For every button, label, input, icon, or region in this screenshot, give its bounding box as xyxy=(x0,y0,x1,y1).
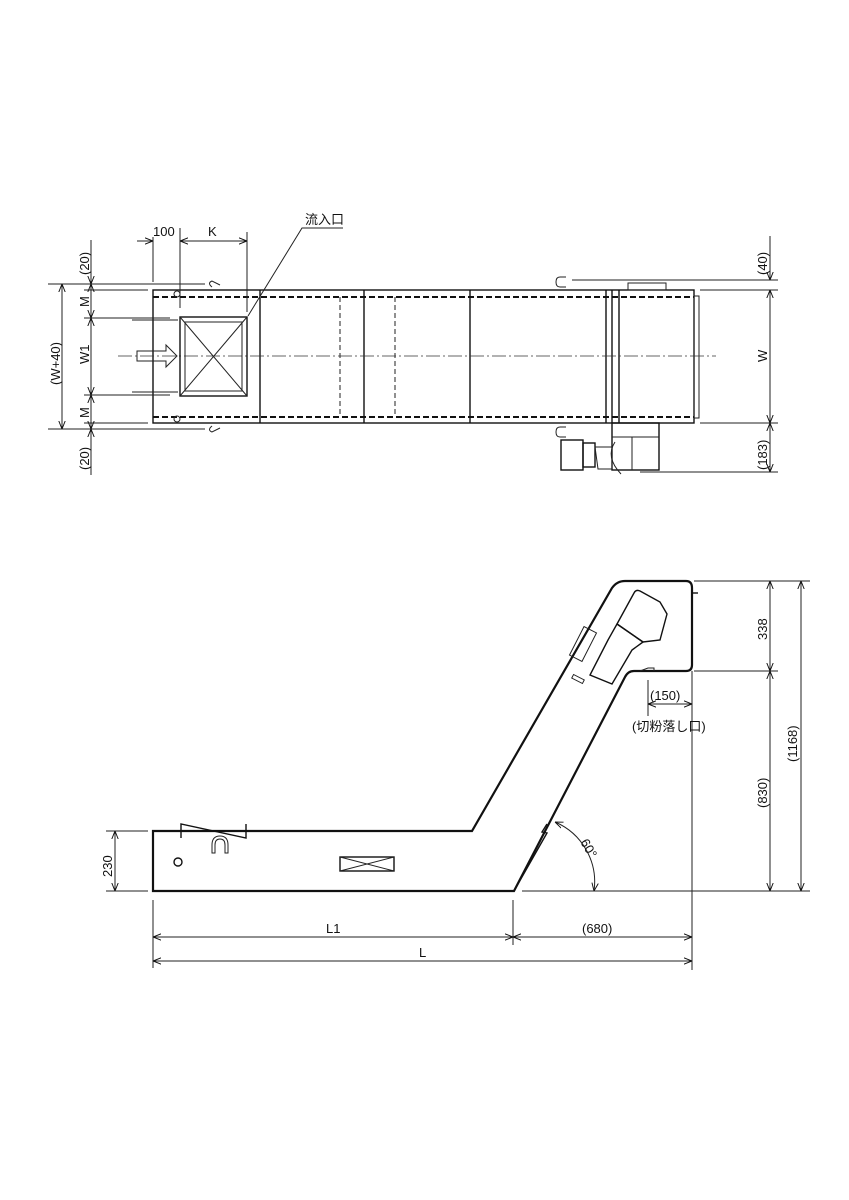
dim-338: 338 xyxy=(755,618,770,640)
hook-icon xyxy=(209,280,221,288)
dim-m-bottom: M xyxy=(77,407,92,418)
drain-plug-icon xyxy=(173,857,183,867)
lifting-hook-icon xyxy=(211,835,229,854)
hook-icon xyxy=(555,276,566,288)
dim-830: (830) xyxy=(755,778,770,808)
dim-1168: (1168) xyxy=(785,725,800,762)
plan-view: 流入口 100 K (20) M W1 M (20) (W+40) (40) W… xyxy=(48,212,778,475)
angle-60: 60° xyxy=(577,836,600,861)
dim-20-top: (20) xyxy=(77,252,92,275)
dim-680: (680) xyxy=(582,921,612,936)
hook-icon xyxy=(555,426,566,438)
dim-100: 100 xyxy=(153,224,175,239)
dim-w: W xyxy=(755,349,770,362)
dim-20-bottom: (20) xyxy=(77,447,92,470)
inflow-arrow-icon xyxy=(136,343,178,369)
dim-l1: L1 xyxy=(326,921,340,936)
side-body-outline xyxy=(151,579,694,893)
inlet-label: 流入口 xyxy=(305,212,344,227)
dim-183: (183) xyxy=(755,440,770,470)
dim-230: 230 xyxy=(100,855,115,877)
dim-150: (150) xyxy=(650,688,680,703)
hook-icon xyxy=(209,425,221,433)
head-motor xyxy=(568,589,668,685)
side-view: 338 (830) (1168) (150) (切粉落し口) 60° 230 L… xyxy=(100,579,810,970)
nameplate-box xyxy=(339,856,395,872)
inlet-hopper xyxy=(180,823,247,839)
dim-l: L xyxy=(419,945,426,960)
gear-motor xyxy=(560,422,660,475)
dim-w1: W1 xyxy=(77,345,92,365)
dim-w-plus-40: (W+40) xyxy=(48,342,63,385)
dim-m-top: M xyxy=(77,296,92,307)
plan-body-outline xyxy=(152,289,695,424)
inlet-box xyxy=(179,316,248,397)
dim-k: K xyxy=(208,224,217,239)
discharge-label: (切粉落し口) xyxy=(632,719,706,734)
dim-40: (40) xyxy=(755,252,770,275)
